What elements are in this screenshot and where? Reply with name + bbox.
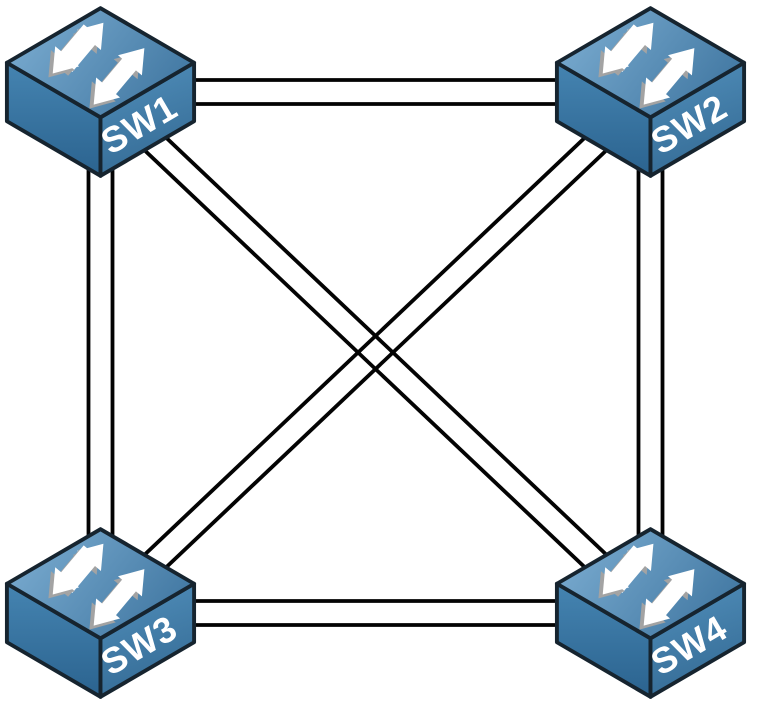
network-link-line [90, 99, 644, 624]
cisco-switch-icon: SW4 [554, 527, 747, 699]
network-link-line [90, 81, 644, 606]
cisco-switch-icon: SW2 [554, 6, 747, 178]
switch-top-face [554, 6, 747, 120]
switch-top-face [554, 527, 747, 641]
network-link-line [107, 99, 661, 624]
network-link-line [107, 81, 661, 606]
switch-node-sw4: SW4 [553, 525, 748, 701]
switch-node-sw1: SW1 [3, 4, 198, 180]
switch-top-face [4, 527, 197, 641]
switch-node-sw3: SW3 [3, 525, 198, 701]
cisco-switch-icon: SW1 [4, 6, 197, 178]
switch-top-face [4, 6, 197, 120]
cisco-switch-icon: SW3 [4, 527, 197, 699]
switch-node-sw2: SW2 [553, 4, 748, 180]
